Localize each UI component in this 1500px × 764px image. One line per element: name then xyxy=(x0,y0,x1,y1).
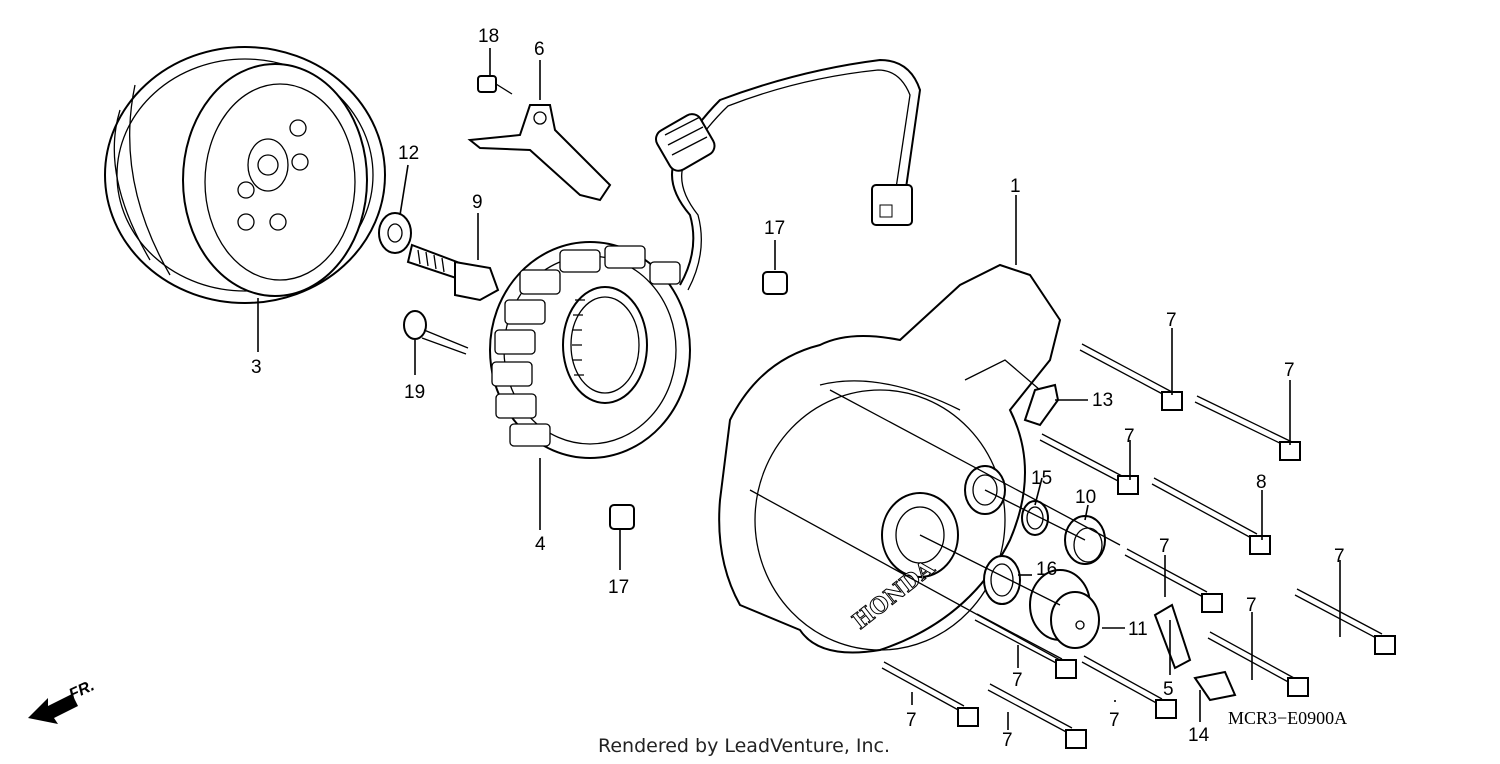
callout-7-i: 7 xyxy=(906,710,917,731)
callout-7-e: 7 xyxy=(1334,546,1345,567)
bolt-7g xyxy=(974,613,1077,679)
bolt-8 xyxy=(1151,477,1271,555)
callout-17-lower: 17 xyxy=(608,577,629,598)
callout-11: 11 xyxy=(1128,619,1148,640)
callout-19: 19 xyxy=(404,382,425,403)
bolt-7d xyxy=(1124,548,1223,613)
callout-7-g: 7 xyxy=(1012,670,1023,691)
bolt-7i xyxy=(881,661,979,727)
callout-17-upper: 17 xyxy=(764,218,785,239)
clip-14 xyxy=(1193,670,1237,702)
bolt-7j xyxy=(987,683,1087,749)
callout-16: 16 xyxy=(1036,559,1057,580)
callout-7-d: 7 xyxy=(1159,536,1170,557)
bolt-7f xyxy=(1207,631,1309,697)
callout-numbers: 3 4 6 18 12 9 19 17 17 1 13 15 10 16 11 … xyxy=(251,26,1345,751)
bolt-7h xyxy=(1081,655,1177,719)
bolt-7b xyxy=(1194,395,1301,461)
callout-7-j: 7 xyxy=(1002,730,1013,751)
stator xyxy=(489,241,691,459)
callout-leaders xyxy=(257,48,1341,730)
washer-12 xyxy=(378,212,412,254)
front-arrow-icon xyxy=(28,694,78,724)
bolt-7c xyxy=(1039,433,1139,495)
callout-1: 1 xyxy=(1010,176,1021,197)
screw-18 xyxy=(477,75,513,95)
callout-15: 15 xyxy=(1031,468,1052,489)
wire-bracket xyxy=(467,104,612,202)
front-label: FR. xyxy=(67,677,98,703)
callout-18: 18 xyxy=(478,26,499,47)
callout-9: 9 xyxy=(472,192,483,213)
bolt-19 xyxy=(403,310,469,355)
o-ring-15 xyxy=(1021,500,1049,536)
callout-7-a: 7 xyxy=(1166,310,1177,331)
callout-3: 3 xyxy=(251,357,262,378)
callout-4: 4 xyxy=(535,534,546,555)
callout-7-f: 7 xyxy=(1246,595,1257,616)
diagram-code: MCR3−E0900A xyxy=(1228,708,1347,728)
left-crankcase-cover: HONDA xyxy=(718,263,1062,654)
callout-8: 8 xyxy=(1256,472,1267,493)
callout-7-b: 7 xyxy=(1284,360,1295,381)
wire-harness xyxy=(655,58,922,291)
dowel-pin-upper xyxy=(762,271,788,295)
callout-5: 5 xyxy=(1163,679,1174,700)
o-ring-16 xyxy=(983,555,1021,605)
callout-7-c: 7 xyxy=(1124,426,1135,447)
wire-clamp-13 xyxy=(1023,383,1060,427)
flywheel xyxy=(104,46,386,304)
front-direction-indicator: FR. xyxy=(28,677,97,724)
bolt-7e xyxy=(1294,588,1396,655)
callout-6: 6 xyxy=(534,39,545,60)
callout-10: 10 xyxy=(1075,487,1096,508)
bolts xyxy=(881,343,1396,749)
cap-plug-11 xyxy=(1029,569,1100,649)
callout-7-h: 7 xyxy=(1109,710,1120,731)
callout-12: 12 xyxy=(398,143,419,164)
callout-13: 13 xyxy=(1092,390,1113,411)
assembly-guide-lines xyxy=(749,389,1121,661)
credit-text: Rendered by LeadVenture, Inc. xyxy=(598,735,890,757)
flywheel-bolt-9 xyxy=(406,243,500,302)
stay-5 xyxy=(1153,603,1192,670)
callout-14: 14 xyxy=(1188,725,1210,746)
dowel-pin-lower xyxy=(609,504,635,530)
